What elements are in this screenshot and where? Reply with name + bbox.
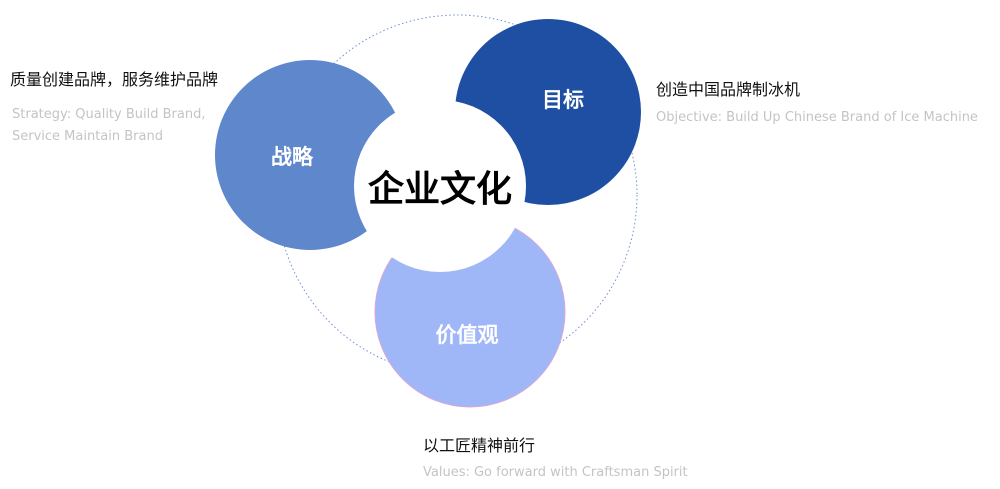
- objective-label: 目标: [542, 88, 584, 112]
- strategy-caption-subtitle: Strategy: Quality Build Brand, Service M…: [12, 104, 205, 148]
- values-caption-title: 以工匠精神前行: [423, 436, 536, 455]
- values-label: 价值观: [436, 323, 499, 347]
- strategy-label: 战略: [271, 145, 314, 169]
- strategy-caption-subtitle-line: Strategy: Quality Build Brand,: [12, 107, 206, 122]
- values-caption-subtitle: Values: Go forward with Craftsman Spirit: [423, 465, 688, 480]
- objective-caption-title: 创造中国品牌制冰机: [656, 80, 801, 99]
- center-label: 企业文化: [368, 168, 512, 210]
- strategy-caption-title: 质量创建品牌，服务维护品牌: [10, 70, 219, 89]
- center-circle: [354, 100, 526, 272]
- strategy-caption-subtitle-line: Service Maintain Brand: [12, 129, 163, 144]
- objective-caption-subtitle: Objective: Build Up Chinese Brand of Ice…: [656, 110, 978, 125]
